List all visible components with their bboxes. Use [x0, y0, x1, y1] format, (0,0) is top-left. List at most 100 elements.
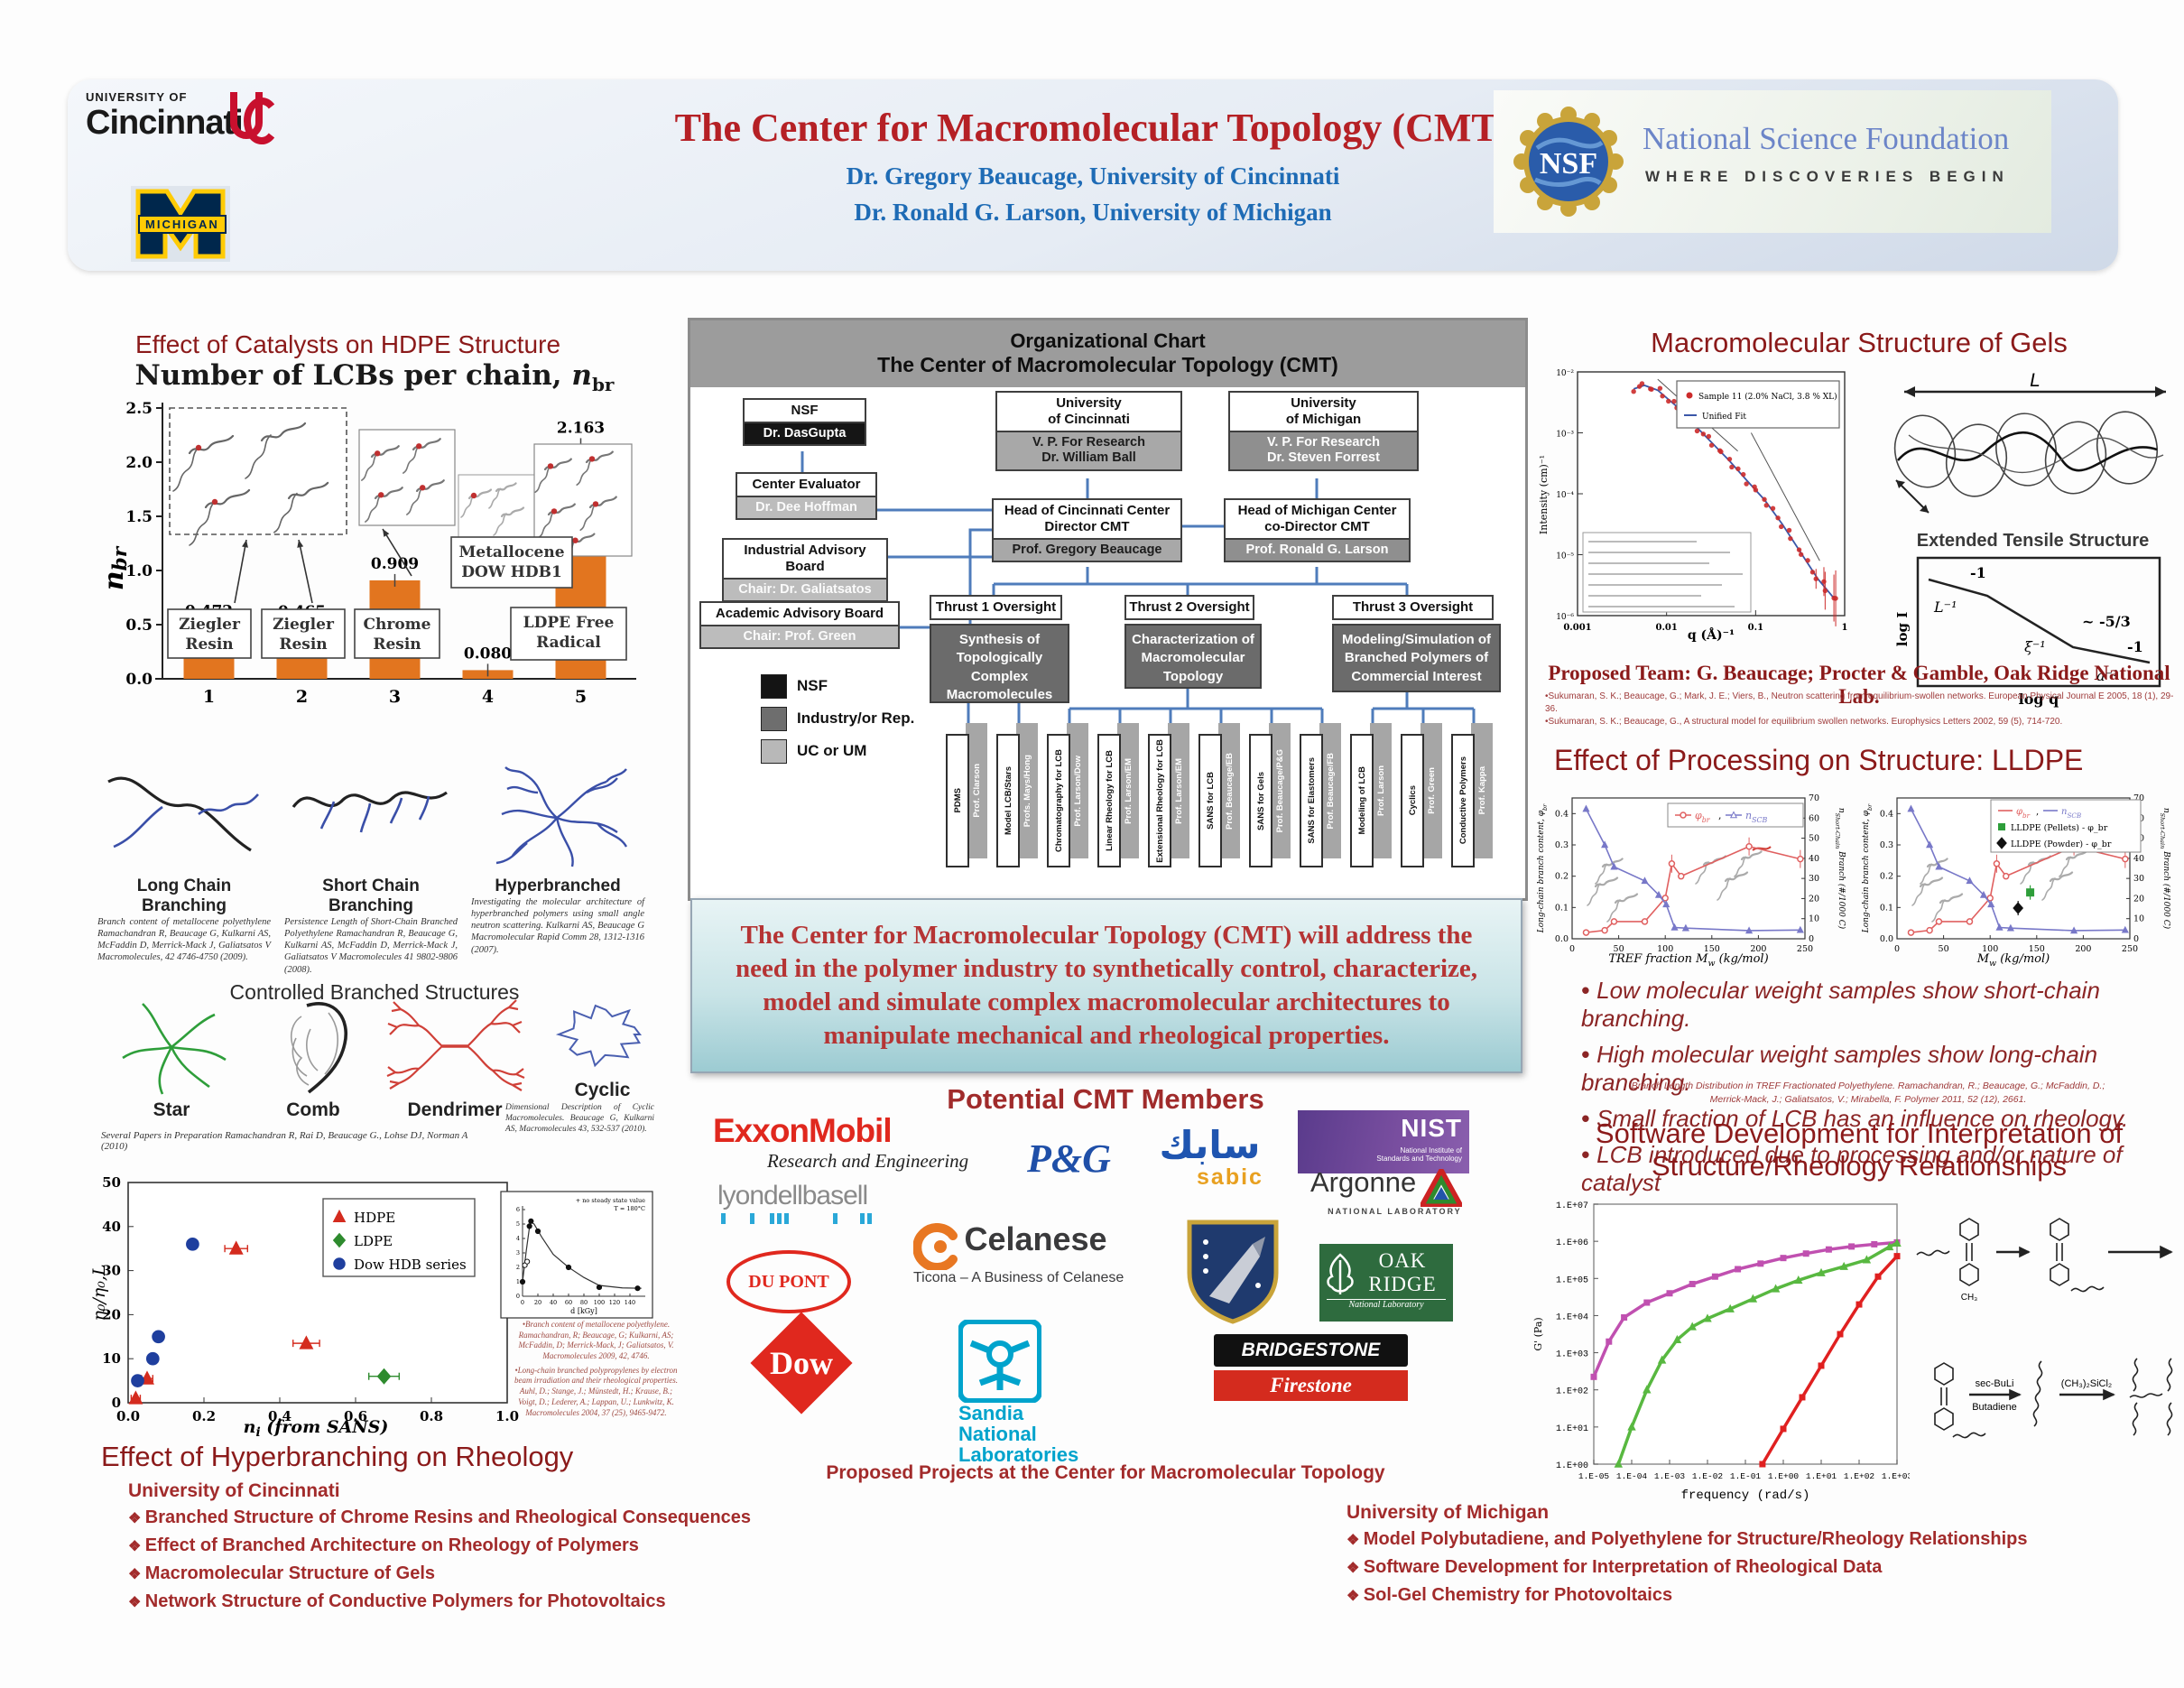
- svg-text:+ no steady state value: + no steady state value: [576, 1197, 645, 1204]
- list-item: Sol-Gel Chemistry for Photovoltaics: [1346, 1585, 2123, 1606]
- org-title-1: Organizational Chart: [1010, 329, 1206, 352]
- svg-text:100: 100: [1982, 944, 1998, 954]
- svg-text:10: 10: [1809, 914, 1819, 924]
- svg-text:0.0: 0.0: [125, 671, 153, 689]
- uc-logo-name: Cincinnati: [86, 104, 244, 142]
- author-2: Dr. Ronald G. Larson, University of Mich…: [854, 199, 1332, 226]
- svg-text:LDPE Free: LDPE Free: [523, 614, 615, 632]
- svg-text:0.4: 0.4: [1880, 809, 1893, 819]
- cyclic-citation: Dimensional Description of Cyclic Macrom…: [505, 1103, 654, 1134]
- list-item: Software Development for Interpretation …: [1346, 1557, 2123, 1578]
- logo-dupont: DU PONT: [726, 1250, 851, 1313]
- michigan-logo: MICHIGAN: [131, 186, 293, 266]
- nsf-emblem-icon: NSF: [1513, 107, 1624, 217]
- svg-text:1: 1: [1842, 623, 1848, 633]
- svg-text:HDPE: HDPE: [354, 1210, 395, 1226]
- logo-exxonmobil: ExxonMobil Research and Engineering: [713, 1112, 969, 1172]
- svg-text:250: 250: [2122, 944, 2138, 954]
- svg-text:6: 6: [516, 1206, 520, 1213]
- svg-text:0.2: 0.2: [1555, 872, 1569, 882]
- list-item: Model Polybutadiene, and Polyethylene fo…: [1346, 1529, 2123, 1550]
- svg-text:0.1: 0.1: [1555, 903, 1569, 913]
- legend-label-nsf: NSF: [797, 677, 828, 694]
- svg-text:nShort-Chain Branch (#/1000 C): nShort-Chain Branch (#/1000 C): [1834, 808, 1846, 930]
- svg-text:Mw (kg/mol): Mw (kg/mol): [1976, 952, 2050, 969]
- mission-text: The Center for Macromolecular Topology (…: [735, 920, 1478, 1051]
- svg-text:nbr: nbr: [99, 545, 132, 590]
- svg-text:100: 100: [1657, 944, 1673, 954]
- michigan-banner: MICHIGAN: [138, 215, 227, 234]
- chemistry-schemes: CH₃ sec-BuLi Butadiene (CH₃)₂SiCl₂: [1916, 1218, 2173, 1439]
- legend-label-ucum: UC or UM: [797, 742, 867, 759]
- svg-text:1.E+01: 1.E+01: [1806, 1471, 1837, 1481]
- mission-statement-box: The Center for Macromolecular Topology (…: [690, 898, 1522, 1073]
- svg-text:0.4: 0.4: [268, 1408, 292, 1424]
- svg-text:0: 0: [516, 1293, 520, 1300]
- svg-text:0.0: 0.0: [116, 1408, 140, 1424]
- papers-in-prep-note: Several Papers in Preparation Ramachandr…: [101, 1130, 468, 1152]
- svg-text:10⁻²: 10⁻²: [1556, 369, 1574, 378]
- svg-text:0.0: 0.0: [1880, 934, 1893, 944]
- svg-text:10⁻⁶: 10⁻⁶: [1556, 613, 1574, 622]
- section-title-lldpe: Effect of Processing on Structure: LLDPE: [1554, 744, 2084, 776]
- org-box-nsf: NSF Dr. DasGupta: [743, 398, 866, 447]
- svg-text:60: 60: [1809, 813, 1819, 823]
- svg-text:Resin: Resin: [279, 635, 327, 654]
- svg-text:-1: -1: [1970, 564, 1986, 581]
- svg-text:Unified Fit: Unified Fit: [1702, 413, 1746, 422]
- org-box-thrust3: Thrust 3 Oversight: [1332, 595, 1494, 620]
- svg-text:60: 60: [565, 1299, 572, 1306]
- svg-text:1.E+03: 1.E+03: [1882, 1471, 1910, 1481]
- branch-type-label: Short Chain Branching: [322, 876, 420, 915]
- svg-text:nSCB: nSCB: [1745, 810, 1768, 824]
- svg-text:LLDPE (Pellets) - φ_br: LLDPE (Pellets) - φ_br: [2011, 823, 2108, 833]
- svg-text:a⁻¹: a⁻¹: [2096, 667, 2118, 684]
- svg-text:2.5: 2.5: [125, 400, 153, 418]
- logo-lyondellbasell: lyondellbasell: [717, 1181, 912, 1230]
- svg-text:1.E+06: 1.E+06: [1556, 1238, 1588, 1248]
- svg-text:,: ,: [1718, 810, 1722, 821]
- uc-logo-small-text: UNIVERSITY OF: [86, 90, 188, 104]
- svg-text:2: 2: [296, 687, 308, 707]
- uc-project-list: University of Cincinnati Branched Struct…: [128, 1480, 814, 1619]
- svg-text:4: 4: [516, 1235, 520, 1242]
- structure-label-dendrimer: Dendrimer: [407, 1099, 503, 1120]
- branch-type-hyper: Hyperbranched Investigating the molecula…: [471, 764, 644, 956]
- svg-text:30: 30: [2133, 874, 2144, 884]
- cyclic-structure-diagram: [555, 1004, 643, 1068]
- comb-structure-diagram: [290, 1002, 347, 1094]
- svg-text:120: 120: [609, 1299, 620, 1306]
- svg-text:1.E+03: 1.E+03: [1556, 1350, 1588, 1360]
- svg-text:1.E+07: 1.E+07: [1556, 1201, 1588, 1211]
- org-box-thrust2: Thrust 2 Oversight: [1124, 595, 1254, 620]
- svg-text:1.E+00: 1.E+00: [1556, 1461, 1588, 1471]
- svg-text:,: ,: [2036, 807, 2039, 817]
- members-heading: Potential CMT Members: [947, 1083, 1264, 1115]
- celanese-c-icon: [912, 1222, 958, 1272]
- svg-text:Butadiene: Butadiene: [1972, 1402, 2017, 1413]
- short-chain-branching-diagram: [292, 791, 448, 833]
- svg-text:0.2: 0.2: [1880, 872, 1893, 882]
- svg-text:1.E+02: 1.E+02: [1556, 1387, 1588, 1397]
- svg-text:-1: -1: [2127, 638, 2143, 655]
- svg-text:Resin: Resin: [373, 635, 421, 654]
- svg-text:DOW HDB1: DOW HDB1: [461, 563, 562, 581]
- svg-text:50: 50: [102, 1174, 121, 1191]
- svg-text:0.0: 0.0: [1555, 934, 1569, 944]
- org-box-thrust1: Thrust 1 Oversight: [930, 595, 1062, 620]
- svg-text:Intensity (cm)⁻¹: Intensity (cm)⁻¹: [1538, 455, 1550, 534]
- svg-text:0.001: 0.001: [1563, 623, 1591, 633]
- svg-text:NSF: NSF: [1540, 147, 1597, 181]
- svg-text:2: 2: [516, 1264, 520, 1271]
- svg-text:nShort-Chain Branch (#/1000 C): nShort-Chain Branch (#/1000 C): [2159, 808, 2171, 930]
- logo-argonne: Argonne NATIONAL LABORATORY: [1310, 1164, 1465, 1216]
- svg-text:G' (Pa): G' (Pa): [1532, 1317, 1544, 1350]
- lldpe-ref: Branch Length Distribution in TREF Fract…: [1631, 1081, 2105, 1105]
- structure-label-star: Star: [153, 1099, 190, 1120]
- svg-text:frequency (rad/s): frequency (rad/s): [1681, 1489, 1810, 1503]
- svg-text:20: 20: [1809, 894, 1819, 904]
